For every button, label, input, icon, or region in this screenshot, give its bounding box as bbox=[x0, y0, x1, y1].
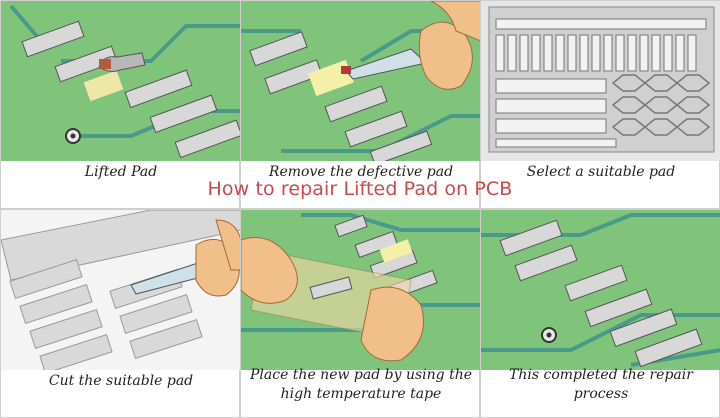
overlay-title: How to repair Lifted Pad on PCB bbox=[207, 178, 513, 200]
pad-sheet-illustration bbox=[481, 1, 720, 161]
remove-pad-illustration bbox=[241, 1, 481, 161]
step-caption: Remove the defective pad bbox=[268, 164, 454, 180]
lifted-pad-illustration bbox=[1, 1, 241, 161]
step-panel-3: Select a suitable pad bbox=[480, 0, 720, 209]
cut-pad-illustration bbox=[1, 210, 241, 370]
step-caption: Lifted Pad bbox=[84, 164, 158, 180]
completed-repair-illustration bbox=[481, 210, 720, 370]
step-caption: This completed the repair process bbox=[509, 367, 693, 402]
step-caption: Place the new pad by using the high temp… bbox=[249, 367, 472, 402]
place-pad-illustration bbox=[241, 210, 481, 370]
step-panel-6: This completed the repair process bbox=[480, 209, 720, 418]
step-panel-2: Remove the defective pad bbox=[240, 0, 481, 209]
step-panel-5: Place the new pad by using the high temp… bbox=[240, 209, 481, 418]
step-caption: Select a suitable pad bbox=[526, 164, 676, 180]
step-panel-1: Lifted Pad bbox=[0, 0, 241, 209]
step-panel-4: Cut the suitable pad bbox=[0, 209, 241, 418]
step-caption: Cut the suitable pad bbox=[48, 373, 194, 389]
